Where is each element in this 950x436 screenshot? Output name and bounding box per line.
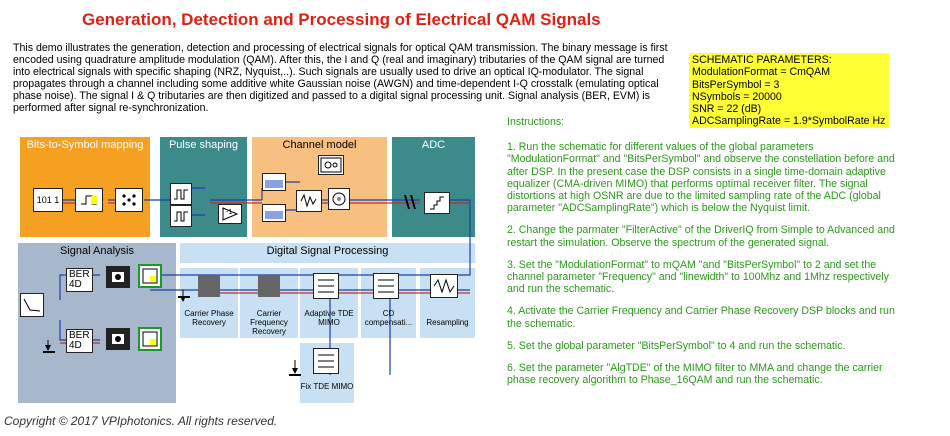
ber-4d-label: 4D <box>69 279 82 290</box>
scope-top-icon[interactable] <box>138 264 162 288</box>
ber-label: BER <box>69 269 90 280</box>
bit-source-label: 101 1 <box>36 195 60 205</box>
carrier-phase-recovery-icon[interactable] <box>198 275 220 297</box>
instructions-heading: Instructions: <box>507 116 565 128</box>
instructions: Instructions: 1. Run the schematic for d… <box>507 116 897 396</box>
instruction-item: 5. Set the global parameter "BitsPerSymb… <box>507 339 846 352</box>
param-line: NSymbols = 20000 <box>692 90 782 103</box>
adc-icon[interactable] <box>424 192 450 214</box>
carrier-frequency-recovery-label: Carrier Frequency Recovery <box>250 309 288 336</box>
noise-filter-q-icon[interactable] <box>262 204 286 222</box>
instruction-item: 4. Activate the Carrier Frequency and Ca… <box>507 305 895 330</box>
noise-filter-i-icon[interactable] <box>262 173 286 191</box>
block-label: Digital Signal Processing <box>266 245 389 257</box>
sync-top-icon[interactable] <box>106 266 130 288</box>
ground-icon <box>289 374 301 376</box>
bits-to-symbol-block[interactable]: Bits-to-Symbol mapping <box>20 137 150 237</box>
description: This demo illustrates the generation, de… <box>13 42 668 115</box>
param-line: BitsPerSymbol = 3 <box>692 78 780 91</box>
resampling-icon[interactable] <box>430 274 458 298</box>
dsp-block[interactable]: Digital Signal Processing <box>180 243 475 263</box>
instruction-item: 2. Change the parmater "FilterActive" of… <box>507 224 895 249</box>
fix-tde-mimo-icon[interactable] <box>313 348 339 374</box>
block-label: Channel model <box>282 139 357 151</box>
phase-noise-icon[interactable] <box>328 188 350 210</box>
instruction-item: 1. Run the schematic for different value… <box>507 141 895 215</box>
page-title: Generation, Detection and Processing of … <box>82 10 601 29</box>
param-line: ADCSamplingRate = 1.9*SymbolRate Hz <box>692 115 886 128</box>
adaptive-tde-mimo-label: Adaptive TDE MIMO <box>304 309 354 327</box>
fix-tde-mimo-label: Fix TDE MIMO <box>300 382 354 391</box>
block-label: ADC <box>421 139 446 151</box>
pulse-shaper-i-icon[interactable] <box>170 183 192 205</box>
copyright: Copyright © 2017 VPIphotonics. All right… <box>4 414 278 428</box>
cd-compensation-icon[interactable] <box>373 273 399 299</box>
instruction-item: 3. Set the "ModulationFormat" to mQAM "a… <box>507 258 889 296</box>
param-line: SNR = 22 (dB) <box>692 103 762 116</box>
gain-label: -1 <box>226 209 233 216</box>
sync-bottom-icon[interactable] <box>106 328 130 350</box>
ground-icon <box>178 296 190 298</box>
block-label: Signal Analysis <box>60 245 134 257</box>
resampling-label: Resampling <box>426 318 469 327</box>
param-line: ModulationFormat = CmQAM <box>692 66 831 79</box>
carrier-phase-recovery-label: Carrier Phase Recovery <box>184 309 234 327</box>
ber-4d-bottom-icon[interactable]: BER 4D <box>66 329 93 353</box>
constellation-display-icon[interactable] <box>20 293 44 317</box>
ber-4d-label: 4D <box>69 340 82 351</box>
block-label: Pulse shaping <box>168 139 239 151</box>
ber-label: BER <box>69 330 90 341</box>
ber-4d-top-icon[interactable]: BER 4D <box>66 268 93 292</box>
spectrum-analyzer-icon[interactable] <box>318 155 344 175</box>
noise-source-icon[interactable] <box>296 190 322 212</box>
scope-bottom-icon[interactable] <box>138 327 162 351</box>
carrier-frequency-recovery-icon[interactable] <box>258 275 280 297</box>
adaptive-tde-mimo-icon[interactable] <box>313 273 339 299</box>
params-heading: SCHEMATIC PARAMETERS: <box>692 54 832 66</box>
encoder-icon[interactable] <box>75 188 103 212</box>
ground-icon <box>43 351 55 353</box>
adc-block[interactable]: ADC <box>392 137 475 237</box>
block-label: Bits-to-Symbol mapping <box>26 139 144 151</box>
bit-source-icon[interactable]: 101 1 <box>33 188 63 212</box>
qam-mapper-icon[interactable] <box>115 188 143 212</box>
schematic-parameters: SCHEMATIC PARAMETERS: ModulationFormat =… <box>689 53 889 128</box>
inverter-icon[interactable]: -1 <box>218 204 242 224</box>
pulse-shaper-q-icon[interactable] <box>170 205 192 227</box>
cd-compensation-label: CD compensati... <box>364 309 413 327</box>
instruction-item: 6. Set the parameter "AlgTDE" of the MIM… <box>507 362 883 387</box>
